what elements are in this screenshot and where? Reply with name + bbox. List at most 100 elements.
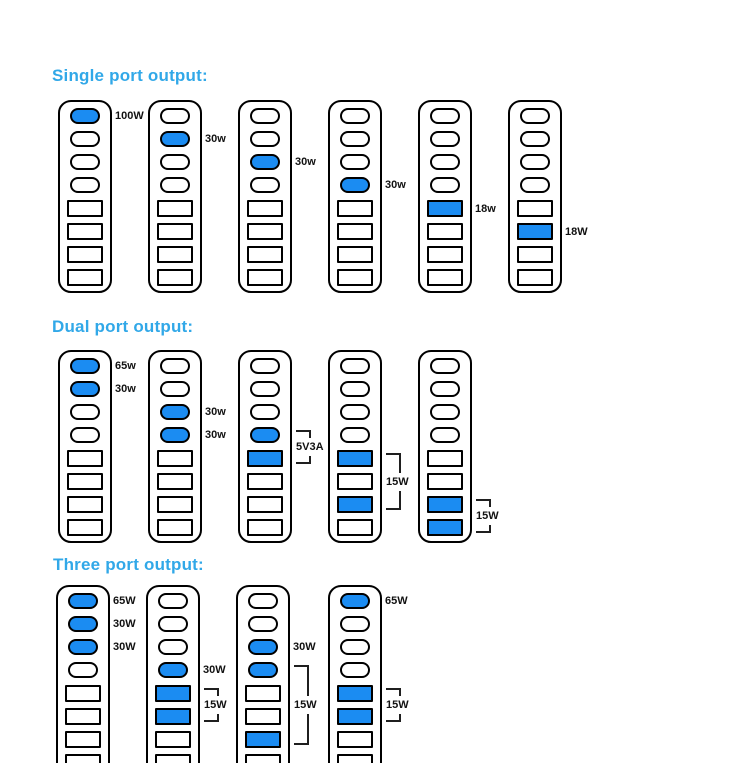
usb-c-port [159, 130, 190, 147]
usb-a-port [244, 684, 281, 702]
usb-a-port [66, 495, 103, 513]
usb-c-port [247, 638, 278, 655]
charger [58, 100, 112, 293]
usb-c-port [69, 380, 100, 397]
bracket-line [296, 430, 311, 432]
usb-c-port [159, 153, 190, 170]
usb-a-port [66, 472, 103, 490]
usb-a-port [336, 268, 373, 286]
bracket-line [489, 499, 491, 507]
usb-a-port [246, 518, 283, 536]
bracket-line [309, 456, 311, 464]
usb-a-port [246, 472, 283, 490]
bracket-line [386, 720, 401, 722]
charger [418, 100, 472, 293]
usb-c-port [429, 357, 460, 374]
usb-c-port [157, 592, 188, 609]
bracket-label: 15W [294, 699, 317, 711]
usb-a-port [156, 495, 193, 513]
usb-c-port [339, 638, 370, 655]
bracket-line [217, 714, 219, 722]
usb-c-port [69, 176, 100, 193]
usb-c-port [69, 357, 100, 374]
usb-a-port [66, 518, 103, 536]
section-title-single-port: Single port output: [52, 66, 208, 85]
usb-c-port [249, 403, 280, 420]
usb-c-port [249, 130, 280, 147]
charger [328, 350, 382, 543]
wattage-label: 100W [115, 110, 144, 122]
usb-a-port [336, 495, 373, 513]
usb-c-port [249, 107, 280, 124]
usb-c-port [249, 153, 280, 170]
usb-a-port [336, 222, 373, 240]
usb-a-port [154, 684, 191, 702]
wattage-label: 30w [385, 179, 406, 191]
wattage-label: 18W [565, 225, 588, 238]
usb-a-port [156, 518, 193, 536]
usb-a-port [244, 730, 281, 748]
usb-c-port [519, 176, 550, 193]
usb-a-port [426, 472, 463, 490]
usb-c-port [67, 638, 98, 655]
usb-a-port [246, 449, 283, 467]
usb-a-port [154, 730, 191, 748]
usb-c-port [339, 615, 370, 632]
bracket-line [296, 462, 311, 464]
usb-c-port [69, 107, 100, 124]
wattage-label: 30w [295, 156, 316, 168]
usb-a-port [156, 222, 193, 240]
bracket-line [399, 490, 401, 510]
usb-c-port [157, 615, 188, 632]
wattage-label: 30W [293, 641, 316, 653]
usb-c-port [249, 357, 280, 374]
usb-a-port [336, 518, 373, 536]
usb-c-port [247, 592, 278, 609]
usb-a-port [336, 199, 373, 217]
usb-c-port [519, 107, 550, 124]
usb-c-port [429, 130, 460, 147]
bracket-label: 15W [386, 475, 409, 488]
usb-a-port [336, 753, 373, 763]
usb-c-port [67, 661, 98, 678]
usb-a-port [66, 268, 103, 286]
bracket-label: 5V3A [296, 441, 324, 453]
usb-a-port [516, 245, 553, 263]
usb-c-port [247, 615, 278, 632]
usb-a-port [156, 472, 193, 490]
bracket-line [309, 430, 311, 438]
usb-c-port [159, 380, 190, 397]
usb-a-port [426, 245, 463, 263]
usb-a-port [244, 753, 281, 763]
bracket-line [386, 688, 401, 690]
usb-a-port [66, 199, 103, 217]
usb-c-port [159, 403, 190, 420]
usb-a-port [336, 684, 373, 702]
usb-c-port [159, 176, 190, 193]
usb-c-port [429, 107, 460, 124]
usb-a-port [426, 222, 463, 240]
bracket-line [386, 453, 401, 455]
usb-a-port [154, 753, 191, 763]
usb-a-port [246, 495, 283, 513]
bracket-line [217, 688, 219, 696]
usb-a-port [246, 268, 283, 286]
usb-c-port [159, 107, 190, 124]
usb-c-port [157, 661, 188, 678]
usb-a-port [516, 222, 553, 240]
usb-c-port [69, 403, 100, 420]
charger [146, 585, 200, 763]
usb-c-port [67, 615, 98, 632]
usb-c-port [67, 592, 98, 609]
wattage-label: 30W [113, 618, 136, 630]
usb-c-port [519, 130, 550, 147]
charger [328, 100, 382, 293]
usb-a-port [516, 268, 553, 286]
usb-c-port [339, 403, 370, 420]
usb-c-port [339, 176, 370, 193]
section-title-three-port: Three port output: [53, 555, 204, 574]
usb-c-port [159, 426, 190, 443]
usb-c-port [249, 176, 280, 193]
usb-a-port [246, 199, 283, 217]
bracket-label: 15W [386, 699, 409, 711]
